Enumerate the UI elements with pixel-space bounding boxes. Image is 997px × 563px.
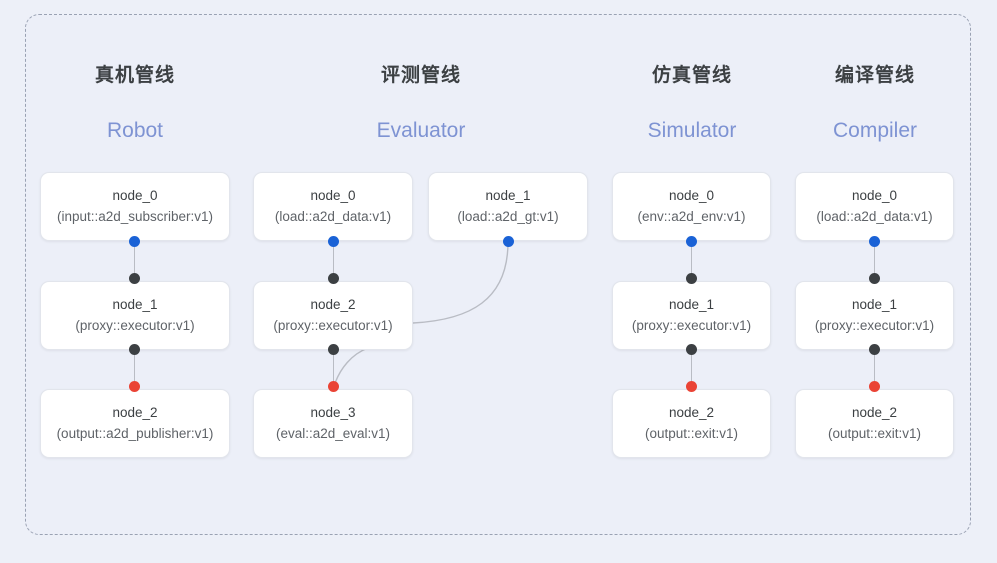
node-label-type: (load::a2d_data:v1) [274,209,392,224]
node-label-name: node_0 [310,188,356,203]
node-label-type: (load::a2d_data:v1) [816,209,933,224]
port-input-compiler-2[interactable] [869,381,880,392]
node-compiler-2[interactable]: node_2 (output::exit:v1) [795,389,954,458]
node-label-type: (proxy::executor:v1) [75,318,195,333]
node-label-name: node_2 [310,297,356,312]
node-label-name: node_1 [668,297,715,312]
node-simulator-1[interactable]: node_1 (proxy::executor:v1) [612,281,771,350]
node-label-type: (input::a2d_subscriber:v1) [56,209,214,224]
edge-compiler-0-1 [874,239,876,281]
node-evaluator-3[interactable]: node_3 (eval::a2d_eval:v1) [253,389,413,458]
node-label-type: (output::exit:v1) [827,426,922,441]
port-output-evaluator-0[interactable] [328,236,339,247]
port-output-robot-1[interactable] [129,344,140,355]
port-input-robot-1[interactable] [129,273,140,284]
node-label-type: (load::a2d_gt:v1) [457,209,559,224]
node-evaluator-1[interactable]: node_1 (load::a2d_gt:v1) [428,172,588,241]
node-label-type: (output::exit:v1) [644,426,739,441]
node-label-name: node_3 [310,405,356,420]
node-label-name: node_1 [485,188,531,203]
port-input-evaluator-2[interactable] [328,273,339,284]
node-label-name: node_2 [851,405,898,420]
edge-compiler-1-2 [874,347,876,389]
node-compiler-1[interactable]: node_1 (proxy::executor:v1) [795,281,954,350]
port-output-simulator-0[interactable] [686,236,697,247]
port-input-compiler-1[interactable] [869,273,880,284]
edge-robot-0-1 [134,239,136,281]
edge-simulator-1-2 [691,347,693,389]
port-output-evaluator-1[interactable] [503,236,514,247]
node-simulator-0[interactable]: node_0 (env::a2d_env:v1) [612,172,771,241]
node-label-name: node_0 [851,188,898,203]
port-input-robot-2[interactable] [129,381,140,392]
edge-robot-1-2 [134,347,136,389]
node-robot-1[interactable]: node_1 (proxy::executor:v1) [40,281,230,350]
node-label-name: node_1 [112,297,158,312]
port-output-simulator-1[interactable] [686,344,697,355]
node-label-type: (proxy::executor:v1) [814,318,935,333]
port-input-evaluator-3[interactable] [328,381,339,392]
port-output-evaluator-2[interactable] [328,344,339,355]
node-label-type: (proxy::executor:v1) [631,318,752,333]
node-label-type: (proxy::executor:v1) [273,318,393,333]
node-label-name: node_2 [112,405,158,420]
node-robot-0[interactable]: node_0 (input::a2d_subscriber:v1) [40,172,230,241]
port-input-simulator-2[interactable] [686,381,697,392]
port-output-compiler-1[interactable] [869,344,880,355]
node-label-type: (env::a2d_env:v1) [637,209,746,224]
node-label-type: (output::a2d_publisher:v1) [56,426,214,441]
port-output-robot-0[interactable] [129,236,140,247]
node-label-name: node_0 [668,188,715,203]
node-robot-2[interactable]: node_2 (output::a2d_publisher:v1) [40,389,230,458]
node-label-name: node_2 [668,405,715,420]
port-input-simulator-1[interactable] [686,273,697,284]
node-simulator-2[interactable]: node_2 (output::exit:v1) [612,389,771,458]
node-label-name: node_0 [112,188,158,203]
node-compiler-0[interactable]: node_0 (load::a2d_data:v1) [795,172,954,241]
edge-evaluator-0-2 [333,239,335,281]
edge-simulator-0-1 [691,239,693,281]
node-label-name: node_1 [851,297,898,312]
node-evaluator-2[interactable]: node_2 (proxy::executor:v1) [253,281,413,350]
node-label-type: (eval::a2d_eval:v1) [275,426,391,441]
port-output-compiler-0[interactable] [869,236,880,247]
node-evaluator-0[interactable]: node_0 (load::a2d_data:v1) [253,172,413,241]
